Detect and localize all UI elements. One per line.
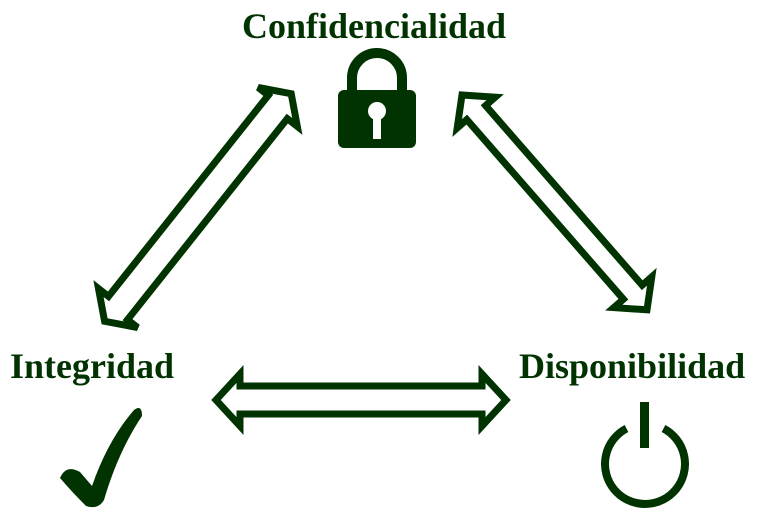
node-label-disponibilidad: Disponibilidad xyxy=(519,346,746,386)
double-arrow-confidencialidad-integridad[interactable] xyxy=(93,84,303,331)
arrow-shape xyxy=(452,91,657,314)
power-icon xyxy=(601,402,689,508)
arrow-shape xyxy=(211,365,511,435)
double-arrow-integridad-disponibilidad[interactable] xyxy=(211,365,511,435)
node-label-confidencialidad: Confidencialidad xyxy=(241,6,507,46)
double-arrow-confidencialidad-disponibilidad[interactable] xyxy=(452,91,657,314)
node-label-integridad: Integridad xyxy=(10,346,175,386)
checkmark-icon xyxy=(60,408,142,508)
arrow-shape xyxy=(93,84,303,331)
lock-icon xyxy=(338,48,416,148)
